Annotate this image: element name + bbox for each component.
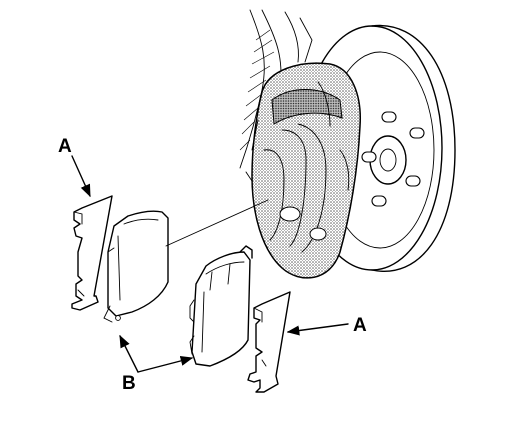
wheel-stud (361, 151, 377, 163)
leader-arrows (71, 155, 349, 373)
shim-right (247, 291, 291, 393)
inner-brake-pad (189, 245, 253, 367)
brake-caliper (251, 62, 361, 279)
assembly-guide-line (165, 199, 269, 247)
arrow-a-right (286, 323, 349, 336)
callout-label-b: B (122, 373, 136, 394)
wheel-stud (371, 195, 387, 207)
outer-brake-pad (103, 210, 169, 323)
wheel-stud (381, 111, 397, 123)
arrow-b-outer (119, 334, 139, 373)
arrow-b-inner (137, 355, 194, 373)
callout-label-a-left: A (58, 136, 72, 157)
shim-left (71, 195, 113, 311)
brake-disc (301, 24, 456, 272)
wheel-stud (405, 175, 421, 187)
wheel-stud-group (361, 111, 425, 207)
wheel-stud (409, 127, 425, 139)
callout-label-a-right: A (353, 315, 367, 336)
arrow-a-left (71, 155, 91, 198)
